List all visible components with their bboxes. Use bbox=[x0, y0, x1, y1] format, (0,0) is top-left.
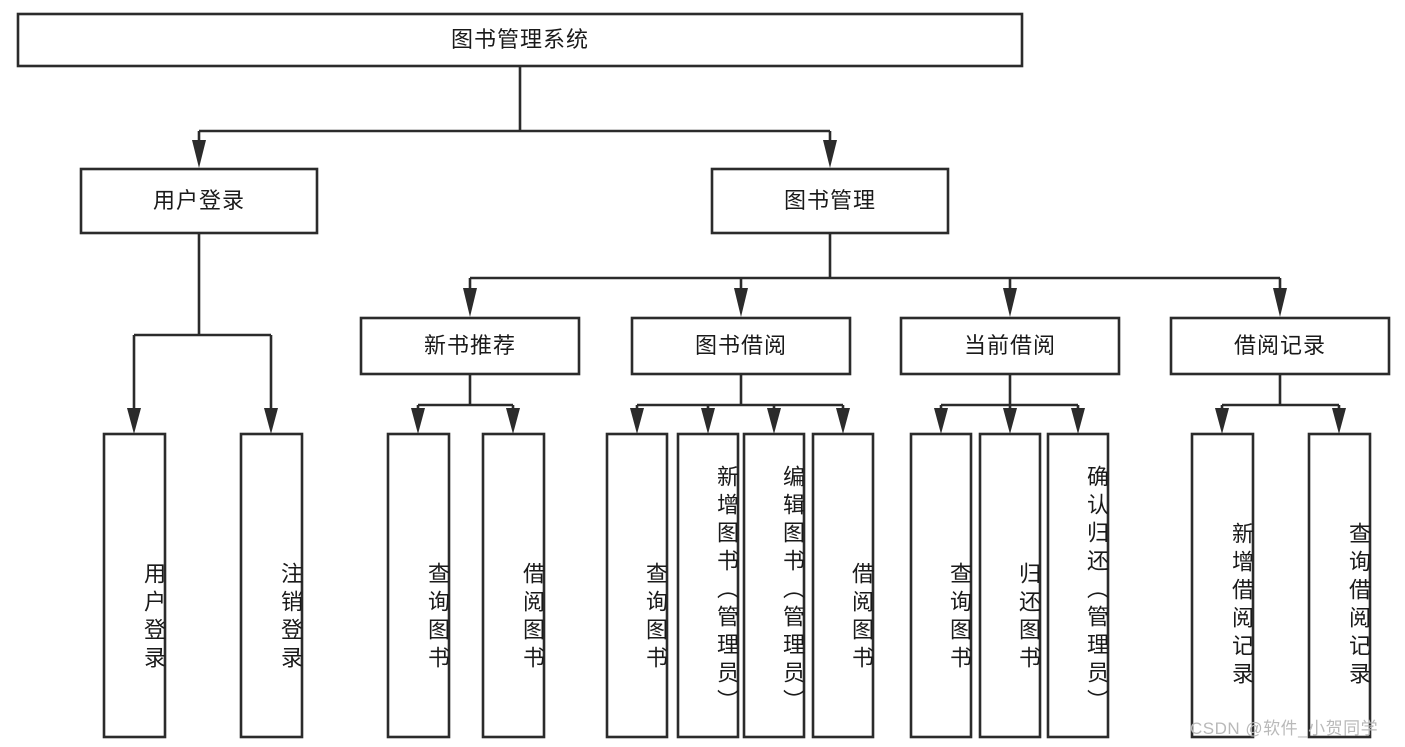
node-box-new-book-recommend[interactable] bbox=[359, 316, 581, 376]
node-box-book-management[interactable] bbox=[710, 167, 950, 235]
node-box-borrow-record[interactable] bbox=[1169, 316, 1391, 376]
arrow-head-leaf-return-book bbox=[1003, 408, 1017, 434]
node-box-leaf-confirm-return[interactable] bbox=[1046, 432, 1110, 739]
arrow-head-leaf-edit-book bbox=[767, 408, 781, 434]
arrow-head-leaf-add-book bbox=[701, 408, 715, 434]
node-box-leaf-query-book-3[interactable] bbox=[909, 432, 973, 739]
csdn-watermark: CSDN @软件_小贺同学 bbox=[1190, 719, 1379, 738]
node-box-leaf-add-book[interactable] bbox=[676, 432, 740, 739]
arrow-head-leaf-add-record bbox=[1215, 408, 1229, 434]
node-box-leaf-return-book[interactable] bbox=[978, 432, 1042, 739]
node-box-user-login[interactable] bbox=[79, 167, 319, 235]
node-box-leaf-user-login[interactable] bbox=[102, 432, 167, 739]
arrow-head-user-login bbox=[192, 140, 206, 168]
arrow-head-book-management bbox=[823, 140, 837, 168]
node-box-root[interactable] bbox=[16, 12, 1024, 68]
arrow-head-leaf-query-book-1 bbox=[411, 408, 425, 434]
arrow-head-book-borrow bbox=[734, 288, 748, 317]
node-box-leaf-logout-login[interactable] bbox=[239, 432, 304, 739]
arrow-head-new-book-recommend bbox=[463, 288, 477, 317]
arrow-head-leaf-borrow-book-1 bbox=[506, 408, 520, 434]
arrow-head-leaf-logout-login bbox=[264, 408, 278, 434]
arrow-head-leaf-confirm-return bbox=[1071, 408, 1085, 434]
node-box-leaf-add-record[interactable] bbox=[1190, 432, 1255, 739]
node-box-book-borrow[interactable] bbox=[630, 316, 852, 376]
arrow-head-leaf-query-record bbox=[1332, 408, 1346, 434]
arrow-head-leaf-borrow-book-2 bbox=[836, 408, 850, 434]
node-box-leaf-query-book-1[interactable] bbox=[386, 432, 451, 739]
node-box-leaf-edit-book[interactable] bbox=[742, 432, 806, 739]
node-box-leaf-query-record[interactable] bbox=[1307, 432, 1372, 739]
node-box-current-borrow[interactable] bbox=[899, 316, 1121, 376]
arrow-head-leaf-user-login bbox=[127, 408, 141, 434]
arrow-head-leaf-query-book-2 bbox=[630, 408, 644, 434]
arrow-head-current-borrow bbox=[1003, 288, 1017, 317]
node-box-leaf-borrow-book-1[interactable] bbox=[481, 432, 546, 739]
arrow-head-borrow-record bbox=[1273, 288, 1287, 317]
arrow-head-leaf-query-book-3 bbox=[934, 408, 948, 434]
node-box-leaf-borrow-book-2[interactable] bbox=[811, 432, 875, 739]
node-box-leaf-query-book-2[interactable] bbox=[605, 432, 669, 739]
